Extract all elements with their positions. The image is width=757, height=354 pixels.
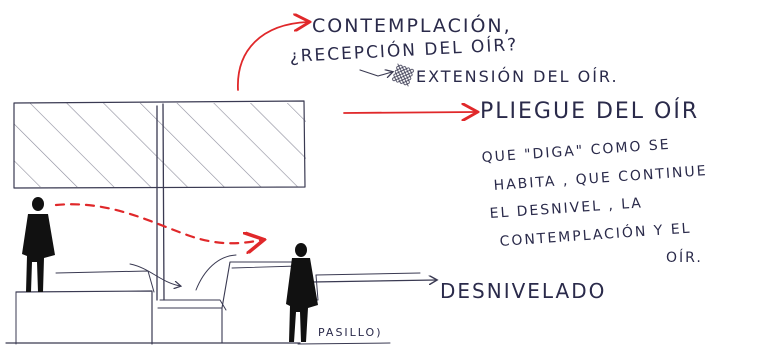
ceiling-slab [13, 100, 306, 189]
crosshatch-mark [391, 63, 415, 87]
desnivelado-label: DESNIVELADO [440, 279, 606, 303]
column [156, 103, 165, 301]
middle-steps [157, 261, 421, 345]
left-platform [5, 270, 301, 345]
desnivel-arrow [311, 280, 436, 282]
right-figure [286, 243, 318, 342]
fold-line: CONTEMPLACIÓN Y EL [499, 219, 692, 250]
extension-label: EXTENSIÓN DEL OÍR. [416, 67, 619, 86]
contemplation-label: CONTEMPLACIÓN, [312, 13, 512, 37]
fold-line: HABITA , QUE CONTINUE [493, 163, 708, 194]
fold-line: QUE "DIGA" COMO SE [481, 137, 671, 166]
step-arrow [129, 263, 180, 286]
fold-title: PLIEGUE DEL OÍR [480, 98, 699, 124]
left-figure [22, 197, 55, 292]
fold-line: EL DESNIVEL , LA [489, 195, 643, 222]
sightline-arrow [54, 203, 262, 243]
reception-question: ¿RECEPCIÓN DEL OÍR? [289, 33, 519, 67]
extension-arrow [359, 70, 392, 76]
level-arrow [195, 254, 237, 291]
contemplation-arrow [237, 22, 308, 91]
fold-arrow [343, 112, 476, 113]
corridor-label: PASILLO) [318, 326, 383, 339]
fold-line: OÍR. [666, 249, 703, 266]
fold-description: QUE "DIGA" COMO SE HABITA , QUE CONTINUE… [481, 137, 708, 266]
